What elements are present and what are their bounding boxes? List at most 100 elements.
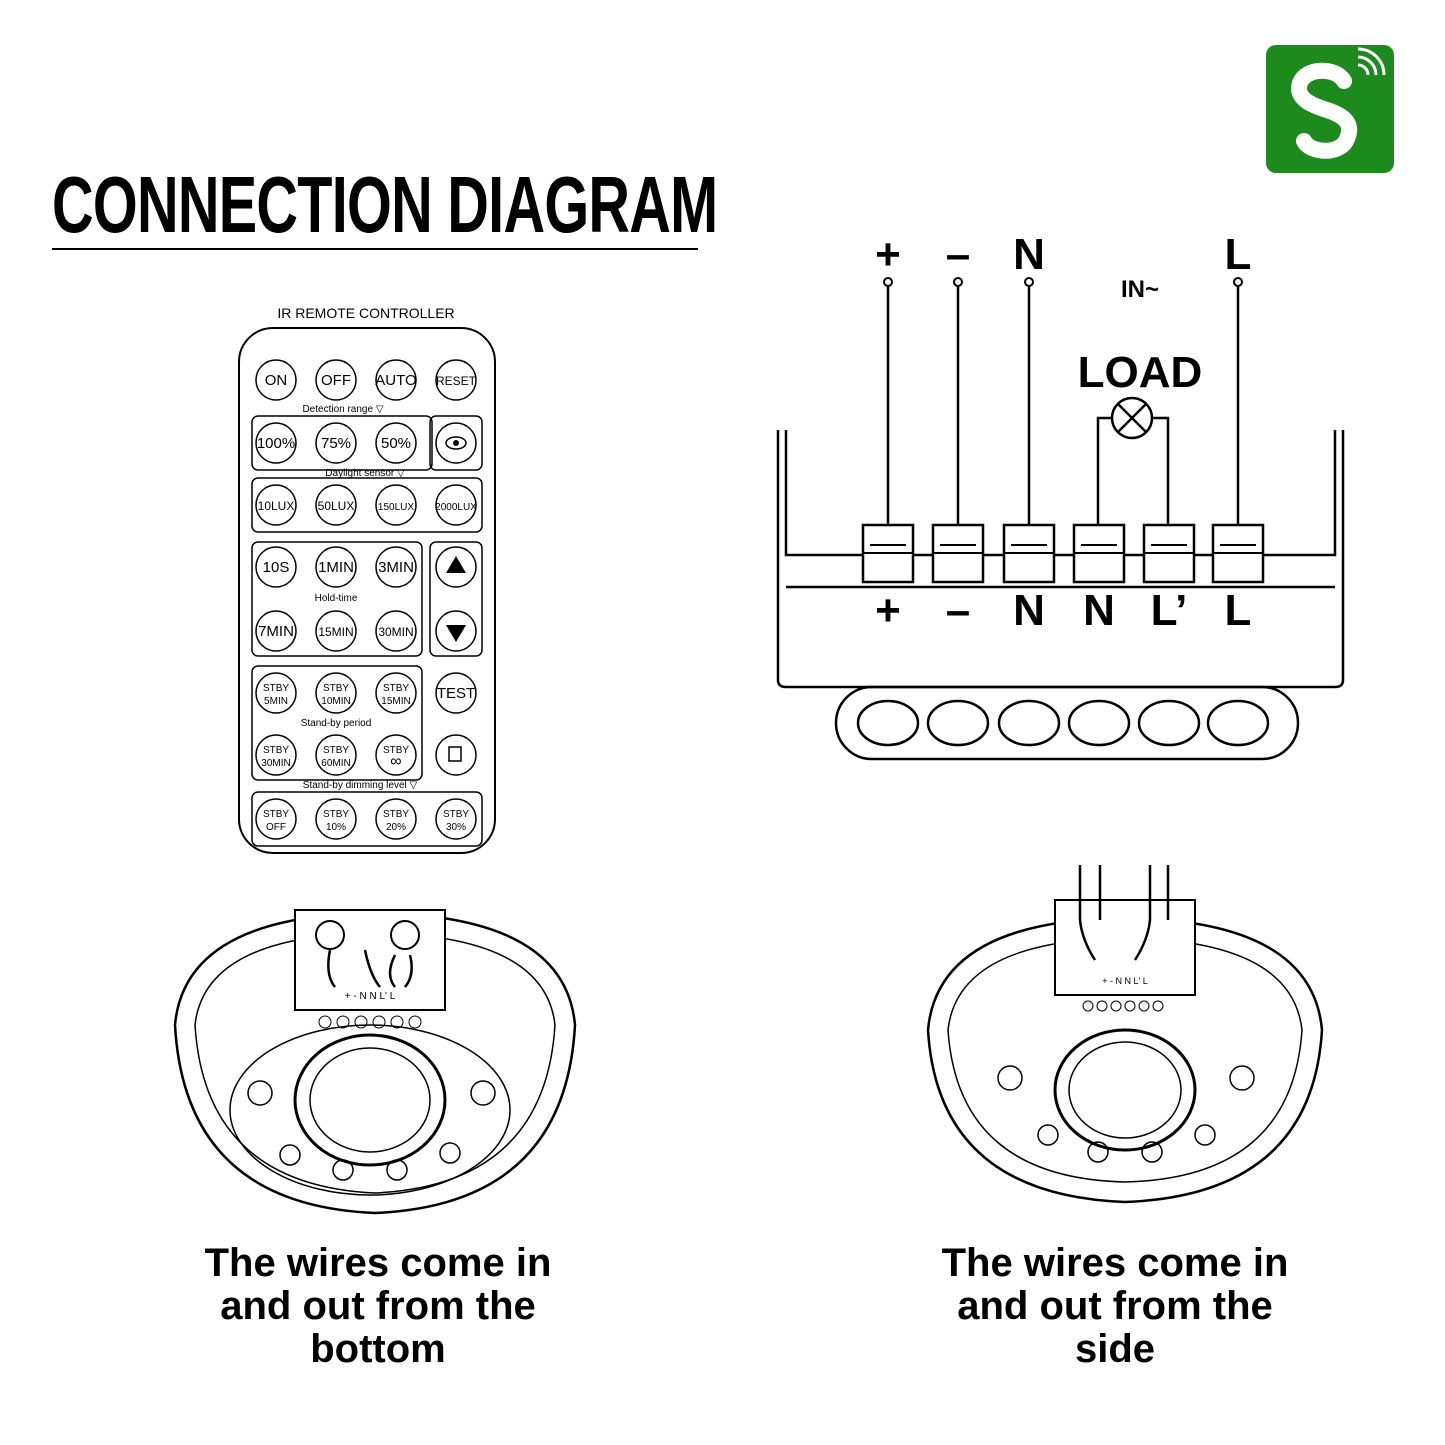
ir-remote-controller: IR REMOTE CONTROLLER ON OFF AUTO RESET 100% 7… <box>238 305 496 854</box>
svg-text:STBY: STBY <box>263 809 289 820</box>
brand-logo <box>1266 45 1394 173</box>
title-underline <box>52 248 698 250</box>
terminal-screw <box>1002 523 1056 584</box>
remote-button-label: 50LUX <box>318 499 355 513</box>
terminal-label: L <box>1225 586 1252 635</box>
standby-dimming-label: Stand-by dimming level ▽ <box>303 780 418 791</box>
daylight-sensor-label: Daylight sensor ▽ <box>325 468 405 479</box>
indicator-leds <box>856 699 1270 747</box>
led <box>1067 699 1131 747</box>
eye-button-group <box>429 415 483 471</box>
svg-text:15MIN: 15MIN <box>381 696 410 707</box>
remote-button-on[interactable]: ON <box>255 359 297 401</box>
svg-text:10MIN: 10MIN <box>321 696 350 707</box>
standby-period-label: Stand-by period <box>301 718 372 729</box>
remote-button-label: 3MIN <box>378 559 414 576</box>
remote-button-75[interactable]: 75% <box>315 422 357 464</box>
pir-lens-side <box>1068 1041 1182 1139</box>
remote-button-3min[interactable]: 3MIN <box>375 546 417 588</box>
sensor-bottom-entry: + - N N L' L <box>173 909 577 1215</box>
remote-buttons: ON OFF AUTO RESET 100% 75% 50% 10LUX 50LUX 150LUX… <box>255 359 477 840</box>
svg-text:STBY: STBY <box>443 809 469 820</box>
svg-text:10%: 10% <box>326 822 346 833</box>
svg-text:STBY: STBY <box>263 683 289 694</box>
caption-side-entry: The wires come in and out from the side <box>941 1241 1289 1371</box>
remote-button-30min[interactable]: 30MIN <box>375 610 417 652</box>
terminal-block <box>861 523 1265 584</box>
remote-button-2000lux[interactable]: 2000LUX <box>435 484 477 526</box>
svg-text:STBY: STBY <box>383 809 409 820</box>
remote-button-10s[interactable]: 10S <box>255 546 297 588</box>
standby-period-group <box>251 665 423 781</box>
housing-inner <box>784 430 1337 557</box>
eye-icon <box>445 436 467 450</box>
terminal-label: + <box>875 586 901 635</box>
logo-s-mark <box>1291 62 1358 159</box>
terminal-screw <box>1072 523 1126 584</box>
hand-button[interactable] <box>435 734 477 776</box>
remote-button-10lux[interactable]: 10LUX <box>255 484 297 526</box>
remote-button-100[interactable]: 100% <box>255 422 297 464</box>
remote-button-label: 10S <box>263 559 290 576</box>
hold-time-group <box>251 541 423 657</box>
remote-button-label: 10LUX <box>258 499 295 513</box>
remote-button-label: TEST <box>437 685 475 702</box>
daylight-group <box>251 477 483 533</box>
remote-button-auto[interactable]: AUTO <box>375 359 417 401</box>
remote-button-test[interactable]: TEST <box>435 672 477 714</box>
led <box>997 699 1061 747</box>
input-terminal-label: N <box>1013 230 1045 279</box>
page-title: CONNECTION DIAGRAM <box>52 160 718 249</box>
remote-button-15min[interactable]: 15MIN <box>315 610 357 652</box>
remote-button-1min[interactable]: 1MIN <box>315 546 357 588</box>
small-terminal-labels: + - N N L' L <box>345 991 396 1002</box>
arrow-down-button[interactable] <box>435 610 477 652</box>
remote-button-stby[interactable]: STBY∞ <box>375 734 417 776</box>
remote-button-150lux[interactable]: 150LUX <box>375 484 417 526</box>
remote-button-stby30[interactable]: STBY 30% <box>435 798 477 840</box>
remote-button-50lux[interactable]: 50LUX <box>315 484 357 526</box>
wifi-icon <box>1357 47 1386 76</box>
remote-header: IR REMOTE CONTROLLER <box>277 305 454 321</box>
led <box>1206 699 1270 747</box>
remote-button-label: 30MIN <box>378 625 413 639</box>
terminal-screw <box>1211 523 1265 584</box>
remote-button-label: 15MIN <box>318 625 353 639</box>
svg-text:STBY: STBY <box>323 745 349 756</box>
input-terminal-label: L <box>1225 230 1252 279</box>
remote-button-label: RESET <box>436 374 477 388</box>
terminal-label: L’ <box>1151 586 1188 635</box>
remote-button-50[interactable]: 50% <box>375 422 417 464</box>
remote-button-stby15min[interactable]: STBY 15MIN <box>375 672 417 714</box>
remote-button-label: 7MIN <box>258 623 294 640</box>
terminal-screw <box>931 523 985 584</box>
stby-knob <box>439 1142 461 1164</box>
detection-range-label: Detection range ▽ <box>302 404 383 415</box>
time-knob <box>279 1144 301 1166</box>
lux-knob <box>332 1159 354 1181</box>
led <box>856 699 920 747</box>
eye-button[interactable] <box>435 422 477 464</box>
remote-button-reset[interactable]: RESET <box>435 359 477 401</box>
svg-text:30MIN: 30MIN <box>261 758 290 769</box>
arrow-up-button[interactable] <box>435 546 477 588</box>
arrow-down-icon <box>446 625 466 642</box>
remote-button-7min[interactable]: 7MIN <box>255 610 297 652</box>
svg-text:STBY: STBY <box>383 683 409 694</box>
svg-text:STBY: STBY <box>383 745 409 756</box>
arrow-group <box>429 541 483 657</box>
terminal-label: N <box>1083 586 1115 635</box>
remote-button-off[interactable]: OFF <box>315 359 357 401</box>
input-terminal-label: + <box>875 230 901 279</box>
svg-text:30%: 30% <box>446 822 466 833</box>
small-leds <box>318 1015 422 1029</box>
